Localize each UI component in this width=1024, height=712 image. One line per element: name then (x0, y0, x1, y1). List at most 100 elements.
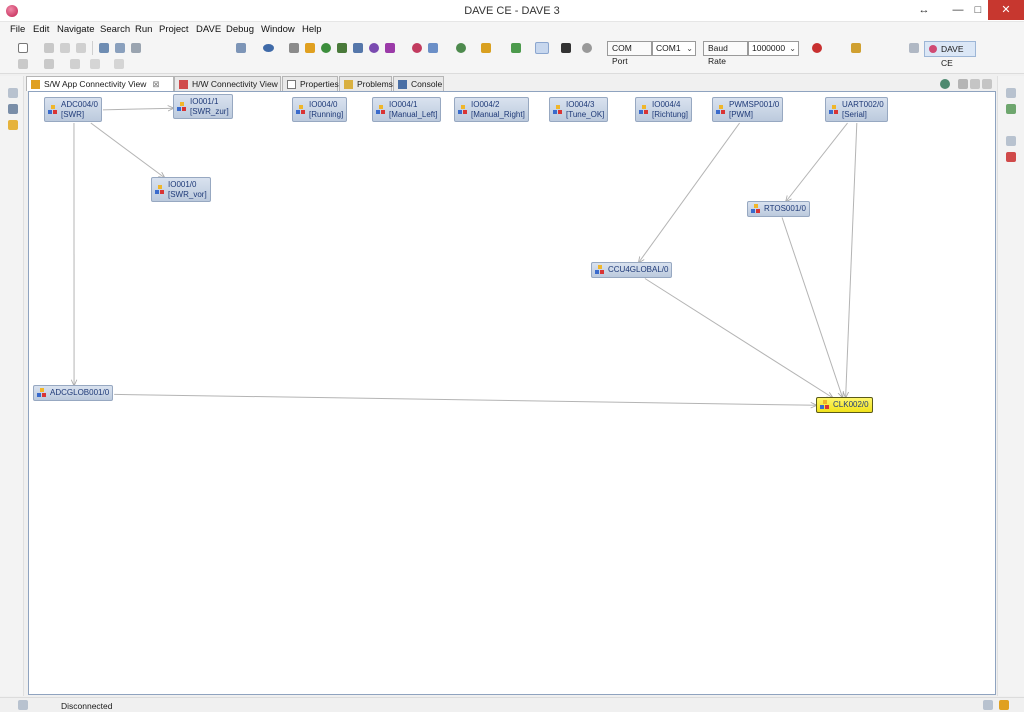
save-all-icon[interactable] (60, 43, 70, 53)
app-node-adc004[interactable]: ADC004/0 [SWR] (44, 97, 102, 122)
app-icon (6, 5, 18, 17)
minimize-view-icon[interactable] (970, 79, 980, 89)
tab-sw-app-connectivity-view[interactable]: S/W App Connectivity View⊠ (26, 76, 174, 91)
run-man-icon[interactable] (561, 43, 571, 53)
com-port-select[interactable]: COM1 ⌄ (652, 41, 696, 56)
new-icon[interactable] (18, 43, 28, 53)
app-node-ccu4global[interactable]: CCU4GLOBAL/0 (591, 262, 673, 278)
menu-debug[interactable]: Debug (226, 24, 254, 35)
save-icon[interactable] (44, 43, 54, 53)
clean-icon[interactable] (131, 43, 141, 53)
close-button[interactable]: ✕ (988, 0, 1024, 20)
maximize-view-icon[interactable] (982, 79, 992, 89)
app-node-rtos001[interactable]: RTOS001/0 (747, 201, 810, 217)
app-node-io004-4[interactable]: IO004/4 [Richtung] (635, 97, 693, 122)
app-node-io004-1[interactable]: IO004/1 [Manual_Left] (372, 97, 442, 122)
chart-icon[interactable] (305, 43, 315, 53)
tab-problems[interactable]: Problems (339, 76, 393, 91)
layout-icon[interactable] (940, 79, 950, 89)
settings-icon[interactable] (582, 43, 592, 53)
view-menu-icon[interactable] (958, 79, 968, 89)
problems-icon (344, 80, 353, 89)
node-title: RTOS001/0 (764, 204, 806, 213)
download-icon[interactable] (353, 43, 363, 53)
connect-icon[interactable] (812, 43, 822, 53)
tab-hw-connectivity-view[interactable]: H/W Connectivity View (174, 76, 281, 91)
tab-label: Console (411, 79, 443, 89)
status-bar: Disconnected (0, 697, 1024, 712)
restore-view-icon[interactable] (1006, 136, 1016, 146)
previous-annotation-icon[interactable] (44, 59, 54, 69)
chip-icon[interactable] (337, 43, 347, 53)
app-node-adcglob001[interactable]: ADCGLOB001/0 (33, 385, 114, 401)
pin-icon[interactable] (851, 43, 861, 53)
app-node-io004-3[interactable]: IO004/3 [Tune_OK] (549, 97, 609, 122)
app-node-uart002[interactable]: UART002/0 [Serial] (825, 97, 888, 122)
gear-green-icon[interactable] (321, 43, 331, 53)
menu-dave[interactable]: DAVE (196, 24, 222, 35)
app-icon (553, 104, 563, 115)
baud-rate-select[interactable]: 1000000 ⌄ (748, 41, 799, 56)
restore-arrows-icon[interactable]: ↔ (918, 4, 930, 16)
restore-view-icon[interactable] (8, 88, 18, 98)
menu-file[interactable]: File (10, 24, 26, 35)
menu-window[interactable]: Window (261, 24, 295, 35)
node-title: IO004/2 (471, 100, 500, 109)
restore-view-icon[interactable] (983, 700, 993, 710)
last-edit-icon[interactable] (70, 59, 80, 69)
app-node-io001-0[interactable]: IO001/0 [SWR_vor] (151, 177, 211, 202)
menu-run[interactable]: Run (135, 24, 153, 35)
cd-icon[interactable] (369, 43, 379, 53)
eye-icon[interactable] (263, 44, 274, 52)
app-info-icon[interactable] (1006, 152, 1016, 162)
save-project-icon[interactable] (289, 43, 299, 53)
tab-label: Properties (300, 79, 339, 89)
app-icon (829, 104, 839, 115)
node-label: [Richtung] (652, 109, 689, 119)
edge-adc004-to-io001_0 (90, 122, 165, 178)
restore-view-icon[interactable] (1006, 88, 1016, 98)
console-icon (398, 80, 407, 89)
app-icon[interactable] (999, 700, 1009, 710)
build-all-icon[interactable] (115, 43, 125, 53)
open-perspective-icon[interactable] (909, 43, 919, 53)
maximize-button[interactable]: □ (974, 4, 982, 16)
build-icon[interactable] (99, 43, 109, 53)
apps-view-icon[interactable] (8, 120, 18, 130)
menu-help[interactable]: Help (302, 24, 322, 35)
dave-shield-icon[interactable] (412, 43, 422, 53)
perspective-dave-ce-button[interactable]: DAVE CE (924, 41, 976, 68)
monitor-icon[interactable] (535, 42, 549, 54)
outline-icon[interactable] (1006, 104, 1016, 114)
forward-icon[interactable] (114, 59, 124, 69)
fast-view-icon[interactable] (18, 700, 28, 710)
app-icon (716, 104, 726, 115)
next-annotation-icon[interactable] (18, 59, 28, 69)
app-node-pwmsp001[interactable]: PWMSP001/0 [PWM] (712, 97, 784, 122)
close-tab-icon[interactable]: ⊠ (152, 79, 160, 89)
menu-edit[interactable]: Edit (33, 24, 50, 35)
project-explorer-icon[interactable] (8, 104, 18, 114)
right-trim-bar (997, 76, 1024, 696)
minimize-button[interactable]: — (952, 4, 964, 16)
print-icon[interactable] (76, 43, 86, 53)
sparkle-icon[interactable] (385, 43, 395, 53)
app-node-io004-2[interactable]: IO004/2 [Manual_Right] (454, 97, 529, 122)
sw-app-connectivity-canvas[interactable]: ADC004/0 [SWR] IO001/1 [SWR_zur] IO004/0… (28, 91, 996, 695)
tab-properties[interactable]: Properties (282, 76, 339, 91)
menu-navigate[interactable]: Navigate (57, 24, 95, 35)
node-label: [Tune_OK] (566, 109, 605, 119)
flash-icon[interactable] (511, 43, 521, 53)
wrench-icon[interactable] (481, 43, 491, 53)
app-node-io001-1[interactable]: IO001/1 [SWR_zur] (173, 94, 233, 119)
node-label: [Serial] (842, 109, 867, 119)
tab-console[interactable]: Console (393, 76, 444, 91)
factory-icon[interactable] (428, 43, 438, 53)
app-node-io004-0[interactable]: IO004/0 [Running] (292, 97, 348, 122)
app-dependency-icon[interactable] (236, 43, 246, 53)
app-node-clk002[interactable]: CLK002/0 (816, 397, 873, 413)
menu-project[interactable]: Project (159, 24, 189, 35)
debug-icon[interactable] (456, 43, 466, 53)
back-icon[interactable] (90, 59, 100, 69)
menu-search[interactable]: Search (100, 24, 131, 35)
